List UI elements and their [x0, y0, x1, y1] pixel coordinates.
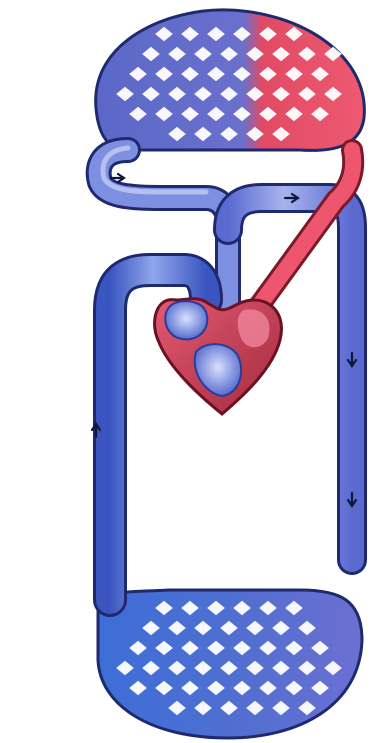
body-capillary-bed	[98, 590, 362, 738]
heart-icon	[155, 299, 282, 414]
lung-capillary-bed	[96, 10, 365, 151]
